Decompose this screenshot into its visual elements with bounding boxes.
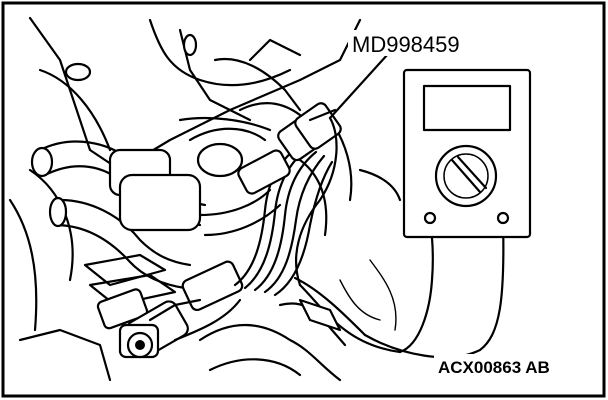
figure-code-backdrop [434,354,566,378]
tool-part-number-label: MD998459 [352,32,460,57]
tool-label-backdrop [348,30,466,56]
coolant-hoses [30,101,302,290]
figure-code-label: ACX00863 AB [438,358,550,377]
test-leads [278,116,505,359]
callout-leader-line [328,52,390,120]
harness-connectors [83,253,244,359]
wire-bundle [233,102,342,297]
multimeter [402,68,532,239]
engine-block [8,16,402,382]
